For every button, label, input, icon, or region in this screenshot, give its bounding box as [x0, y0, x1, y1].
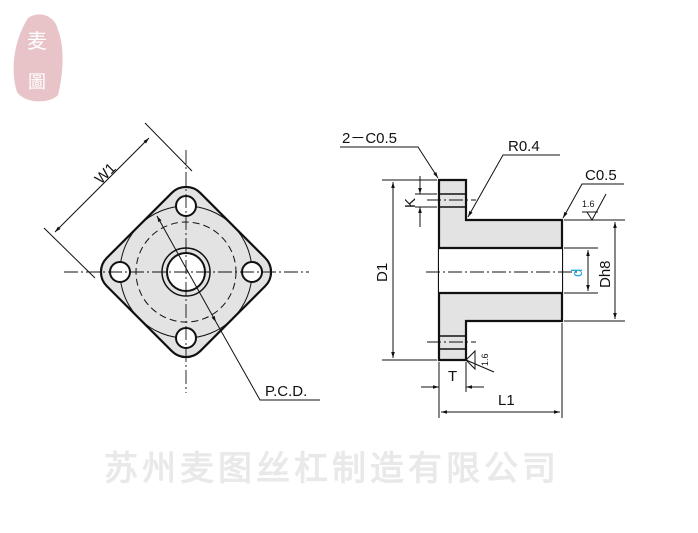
watermark: 苏州麦图丝杠制造有限公司 — [104, 449, 560, 489]
svg-text:1.6: 1.6 — [582, 199, 595, 209]
pcd-label: P.C.D. — [265, 383, 307, 400]
svg-text:圖: 圖 — [28, 72, 46, 93]
svg-text:1.6: 1.6 — [480, 353, 490, 366]
l1-label: L1 — [498, 392, 515, 409]
d-label: d — [569, 269, 586, 277]
chamfer-end-label: C0.5 — [585, 167, 617, 184]
seal-logo: 麦 圖 — [13, 14, 63, 102]
chamfer-flange-label: 2－C0.5 — [342, 130, 397, 147]
dh8-label: Dh8 — [597, 260, 614, 288]
w1-label: W1 — [92, 160, 120, 188]
side-view: D1 K 2－C0.5 R0.4 C0.5 1.6 Dh8 d 1.6 — [340, 130, 625, 418]
front-view: W1 P.C.D. — [43, 122, 320, 401]
t-label: T — [448, 368, 457, 385]
roughness-symbol-bottom: 1.6 — [465, 349, 495, 373]
svg-text:麦: 麦 — [27, 29, 47, 53]
fillet-label: R0.4 — [508, 138, 540, 155]
roughness-symbol-top: 1.6 — [582, 193, 607, 221]
d1-label: D1 — [374, 263, 391, 282]
k-label: K — [402, 198, 419, 208]
